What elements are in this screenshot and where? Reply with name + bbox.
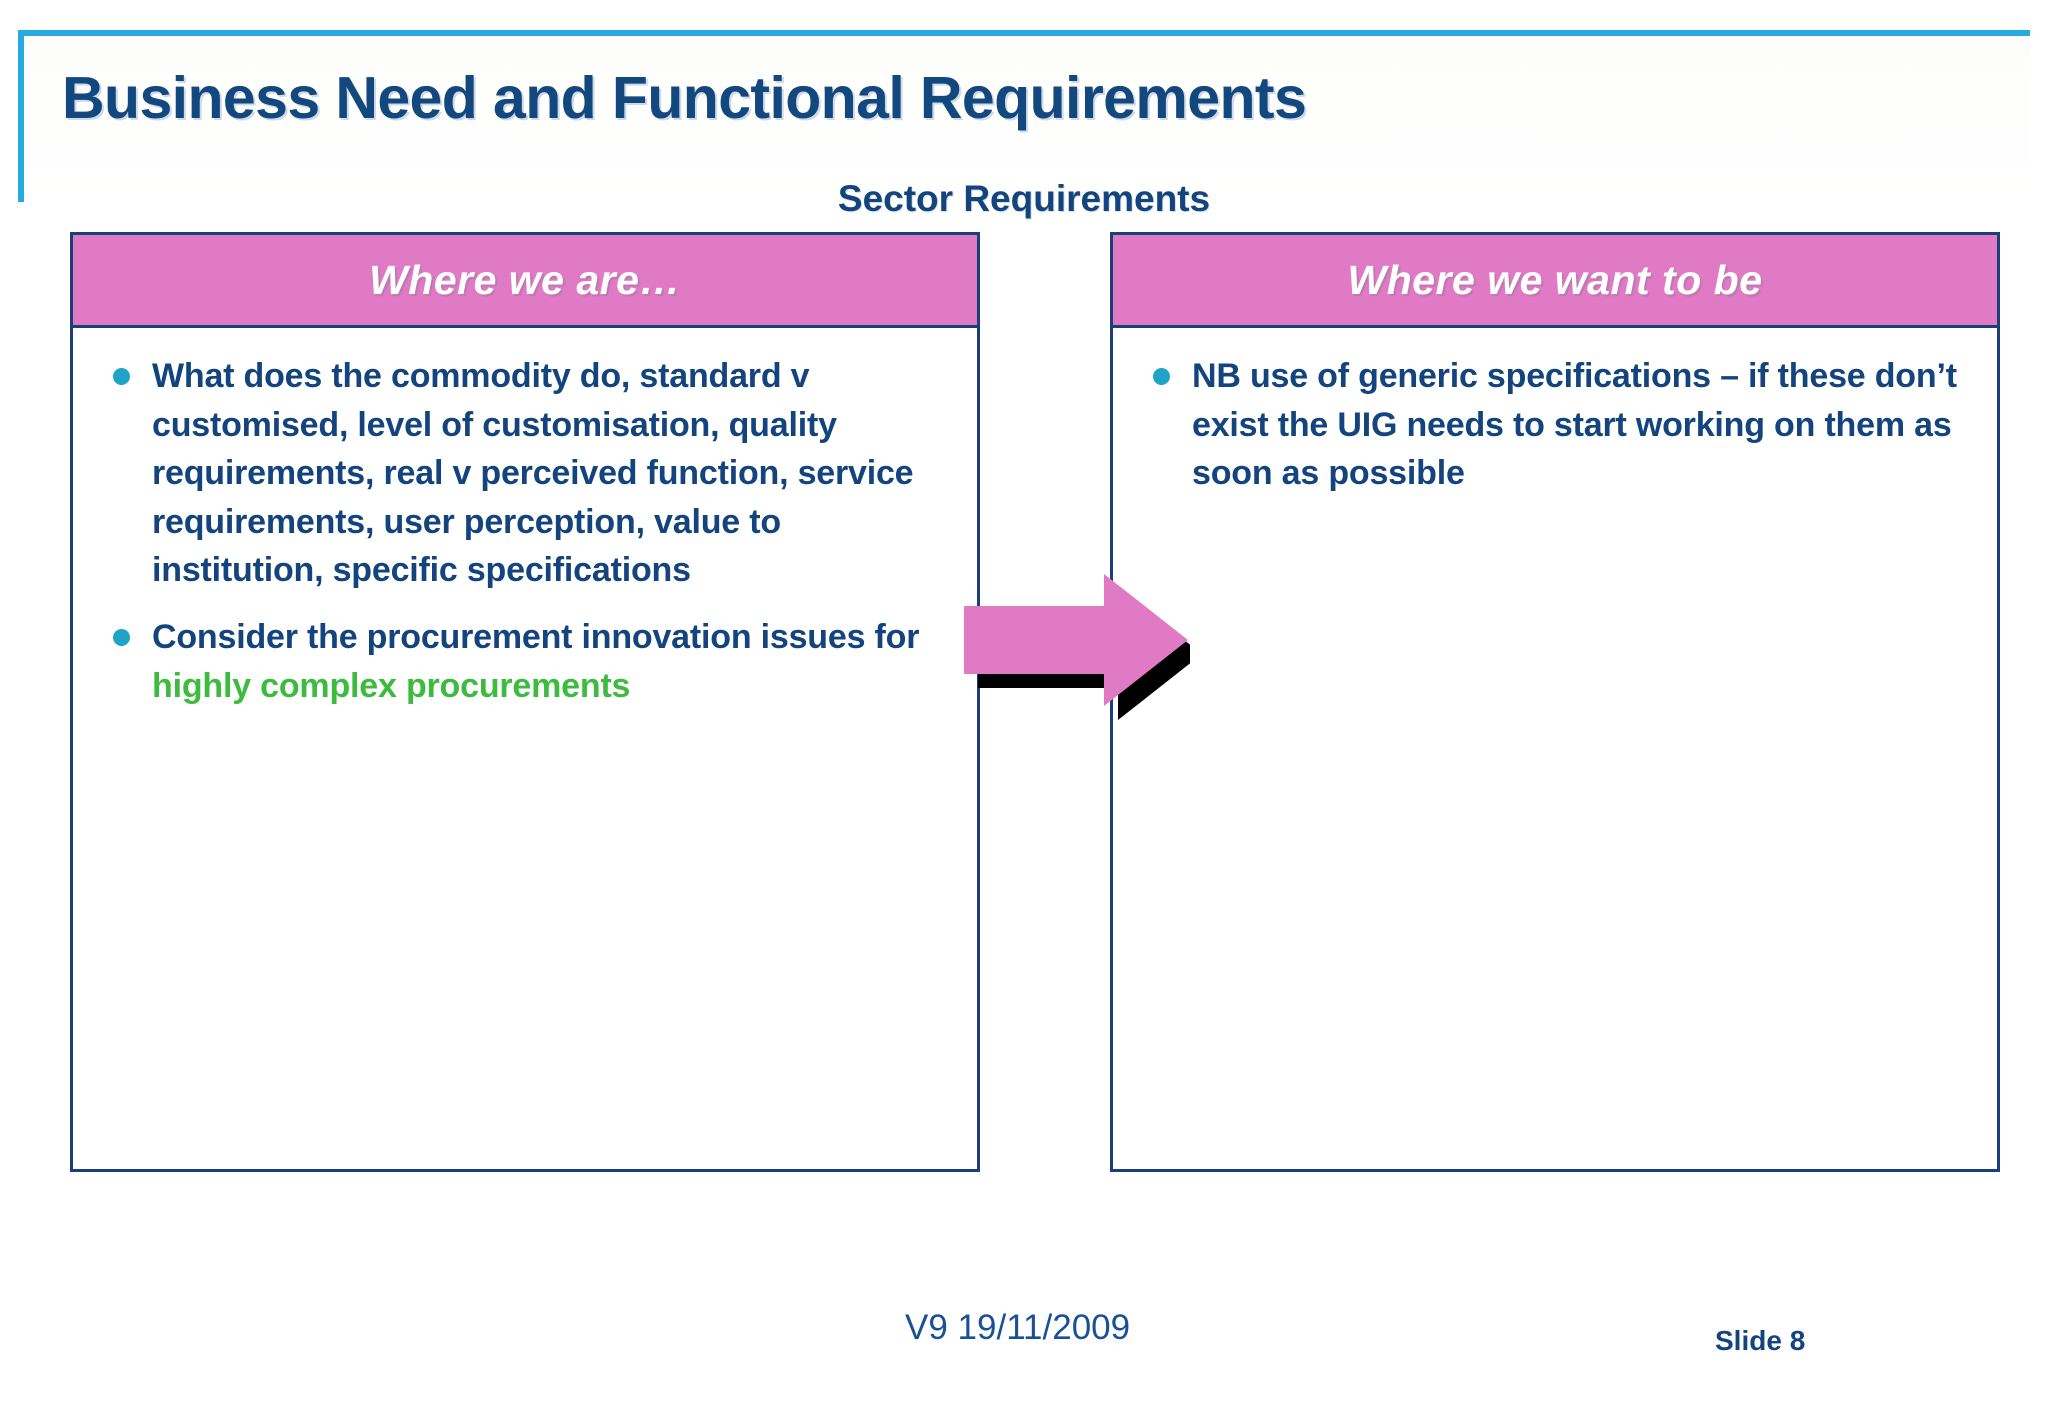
bullet-dot-icon	[113, 629, 130, 647]
panel-where-we-want-to-be: Where we want to be NB use of generic sp…	[1110, 232, 2007, 1179]
panel-where-we-are: Where we are… What does the commodity do…	[70, 232, 987, 1179]
title-banner: Business Need and Functional Requirement…	[18, 30, 2030, 202]
bullet-dot-icon	[1153, 368, 1170, 385]
list-item: What does the commodity do, standard v c…	[91, 352, 959, 595]
panel-header-where-we-want-to-be: Where we want to be	[1113, 235, 1997, 328]
bullet-text: Consider the procurement innovation issu…	[152, 613, 959, 710]
version-date-label: V9 19/11/2009	[905, 1308, 1131, 1347]
section-subheading: Sector Requirements	[837, 178, 1211, 219]
bullet-segment: Consider the procurement innovation issu…	[152, 618, 920, 657]
panel-body-where-we-are: What does the commodity do, standard v c…	[73, 328, 977, 710]
panel-header-label: Where we want to be	[1347, 256, 1763, 303]
slide-number-label: Slide 8	[1715, 1325, 1806, 1356]
list-item: Consider the procurement innovation issu…	[91, 613, 959, 710]
page-title: Business Need and Functional Requirement…	[62, 65, 1307, 131]
right-arrow-icon	[964, 574, 1190, 720]
bullet-segment: What does the commodity do, standard v c…	[152, 357, 914, 590]
bullet-segment-highlight: highly complex procurements	[152, 666, 631, 705]
panel-header-where-we-are: Where we are…	[73, 235, 977, 328]
bullet-text: What does the commodity do, standard v c…	[152, 352, 959, 595]
list-item: NB use of generic specifications – if th…	[1131, 352, 1979, 498]
bullet-dot-icon	[113, 368, 130, 385]
panel-body-where-we-want-to-be: NB use of generic specifications – if th…	[1113, 328, 1997, 498]
bullet-segment: NB use of generic specifications – if th…	[1192, 357, 1957, 493]
panel-header-label: Where we are…	[369, 256, 681, 303]
bullet-text: NB use of generic specifications – if th…	[1192, 352, 1979, 498]
